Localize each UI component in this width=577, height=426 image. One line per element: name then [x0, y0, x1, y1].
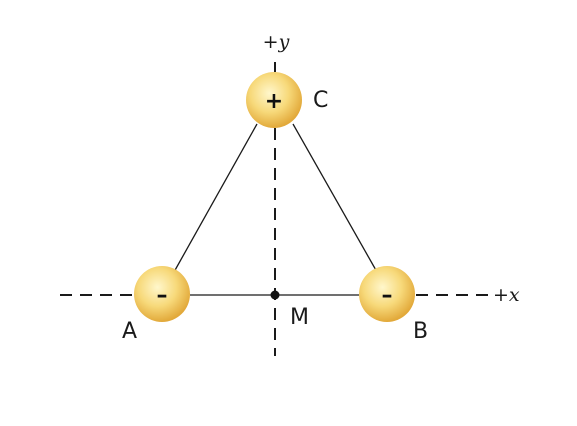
charge-a-label: A [122, 319, 137, 344]
charge-c-sign: + [265, 89, 283, 114]
charge-b-sign: – [382, 283, 393, 308]
charge-a-sign: – [157, 283, 168, 308]
y-axis-label: +y [263, 31, 290, 53]
y-axis-label-sign: + [263, 31, 279, 53]
midpoint-label: M [290, 305, 309, 330]
charge-a-sphere [134, 266, 190, 322]
side-a-c [173, 123, 258, 273]
x-axis-label-var: x [509, 284, 520, 306]
x-axis-label: +x [493, 284, 520, 306]
charge-c-label: C [313, 88, 328, 113]
charge-a: – [134, 266, 190, 322]
side-c-b [292, 123, 378, 273]
x-axis-label-sign: + [493, 284, 509, 306]
charge-b: – [359, 266, 415, 322]
y-axis-label-var: y [278, 31, 290, 53]
charge-b-label: B [413, 319, 428, 344]
charge-c-sphere [246, 72, 302, 128]
charge-b-sphere [359, 266, 415, 322]
midpoint-dot [270, 290, 280, 300]
charge-c: + [246, 72, 302, 128]
